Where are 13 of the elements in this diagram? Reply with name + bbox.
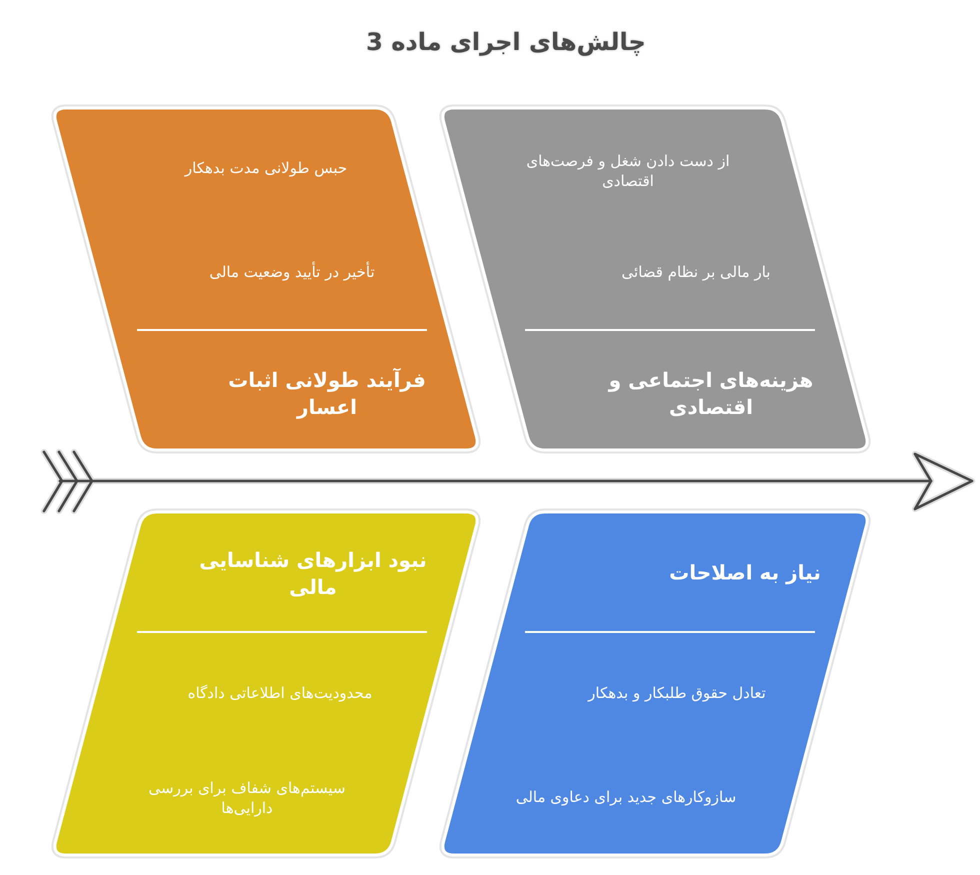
cause-text: بار مالی بر نظام قضائی xyxy=(622,262,770,282)
category-heading: فرآیند طولانی اثبات اعسار xyxy=(227,367,427,421)
category-heading: نیاز به اصلاحات xyxy=(669,560,821,586)
category-heading: هزینه‌های اجتماعی و اقتصادی xyxy=(607,367,814,421)
cause-text: سازوکارهای جدید برای دعاوی مالی xyxy=(516,786,736,808)
cause-text: تأخیر در تأیید وضعیت مالی xyxy=(209,262,375,282)
cause-text: تعادل حقوق طلبکار و بدهکار xyxy=(588,682,766,704)
cause-text: حبس طولانی مدت بدهکار xyxy=(184,158,348,178)
cause-text: سیستم‌های شفاف برای بررسی دارایی‌ها xyxy=(148,778,346,818)
cause-text: محدودیت‌های اطلاعاتی دادگاه xyxy=(188,682,372,704)
category-heading: نبود ابزارهای شناسایی مالی xyxy=(198,547,428,601)
diagram-title: چالش‌های اجرای ماده 3 xyxy=(366,28,646,56)
cause-text: از دست دادن شغل و فرصت‌های اقتصادی xyxy=(525,150,731,192)
